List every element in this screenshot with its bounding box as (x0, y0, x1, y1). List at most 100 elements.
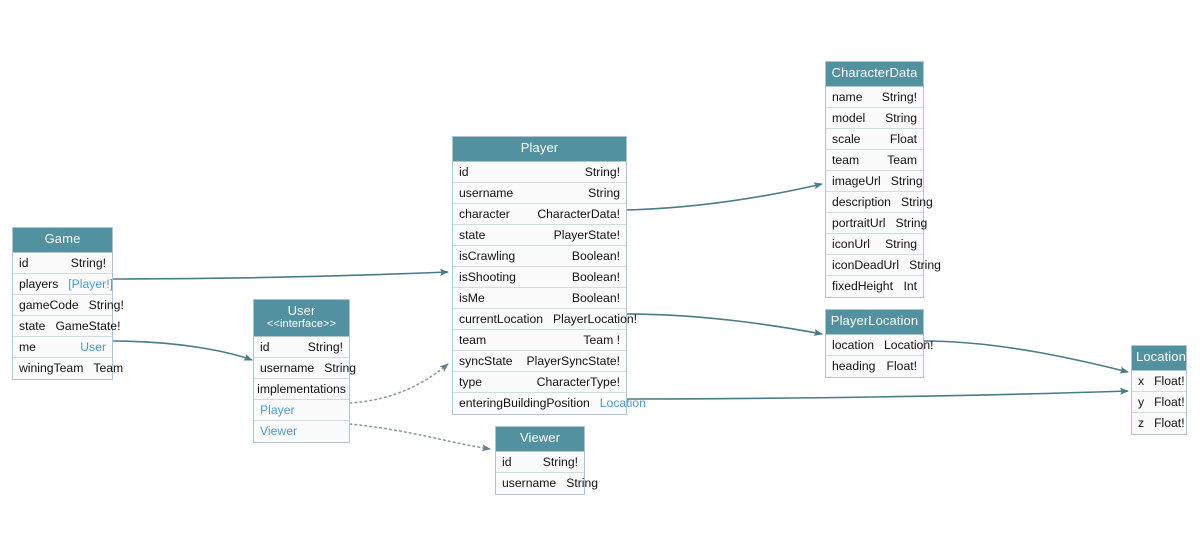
table-row: username String (453, 182, 626, 204)
entity-location-title: Location (1132, 346, 1186, 371)
table-row: state PlayerState! (453, 224, 626, 246)
field-name: me (19, 339, 36, 354)
table-row: enteringBuildingPosition Location (453, 392, 646, 414)
field-name: description (832, 194, 891, 209)
entity-viewer[interactable]: Viewer id String! username String (495, 426, 598, 495)
edge-player-character-to-characterdata (626, 182, 823, 211)
entity-location[interactable]: Location x Float! y Float! z Float! (1131, 345, 1187, 435)
table-row: z Float! (1132, 412, 1186, 434)
table-row: y Float! (1132, 391, 1186, 413)
implementation-player[interactable]: Player (254, 399, 349, 421)
field-name: isShooting (459, 269, 516, 284)
entity-player-location-title: PlayerLocation (826, 310, 923, 335)
field-name: type (459, 374, 483, 389)
implementations-header: implementations (254, 378, 349, 400)
field-name: team (832, 152, 860, 167)
field-type: String! (542, 454, 578, 469)
table-row: portraitUrl String (826, 212, 927, 234)
entity-player-title: Player (453, 137, 626, 162)
table-row: team Team ! (453, 329, 626, 351)
table-row: scale Float (826, 128, 923, 150)
field-type: PlayerState! (553, 227, 620, 242)
field-type[interactable]: Location (599, 396, 646, 411)
field-type[interactable]: PlayerLocation (553, 311, 634, 326)
field-name: fixedHeight (832, 279, 893, 294)
field-name: gameCode (19, 297, 79, 312)
field-type: Float! (886, 359, 917, 374)
field-type: GameState! (55, 318, 121, 333)
table-row: heading Float! (826, 355, 923, 377)
field-name: id (459, 164, 469, 179)
field-type: Team (93, 361, 124, 376)
table-row: id String! (254, 336, 349, 358)
field-name: id (502, 454, 512, 469)
edge-player-enteringbuildingposition-to-location (626, 387, 1129, 400)
table-row: team Team (826, 149, 923, 171)
entity-game-title: Game (13, 228, 112, 253)
field-type: String (895, 215, 928, 230)
entity-character-data[interactable]: CharacterData name String! model String … (825, 61, 941, 298)
entity-player[interactable]: Player id String! username String charac… (452, 136, 646, 415)
field-name: id (260, 339, 270, 354)
entity-game[interactable]: Game id String! players [Player!] gameCo… (12, 227, 124, 380)
field-type: CharacterType! (536, 374, 620, 389)
field-type: String (890, 173, 923, 188)
table-row: isCrawling Boolean! (453, 245, 626, 267)
table-row: location Location! (826, 334, 933, 356)
table-row: fixedHeight Int (826, 275, 923, 297)
field-type: String (909, 257, 941, 272)
field-type-group: Location! (884, 338, 933, 352)
field-type: Boolean! (571, 269, 620, 284)
field-name: isCrawling (459, 248, 516, 263)
non-null-marker: ! (930, 337, 934, 352)
table-row: id String! (13, 252, 112, 274)
table-row: isShooting Boolean! (453, 266, 626, 288)
field-name: enteringBuildingPosition (459, 396, 590, 411)
table-row: x Float! (1132, 370, 1186, 392)
non-null-marker: ! (616, 206, 620, 221)
table-row: gameCode String! (13, 294, 124, 316)
field-type[interactable]: Location (884, 337, 931, 352)
table-row: model String (826, 107, 923, 129)
field-name: x (1138, 373, 1145, 388)
field-type[interactable]: CharacterData (537, 206, 617, 221)
field-name: winingTeam (19, 361, 84, 376)
field-type: Float (889, 131, 917, 146)
table-row: name String! (826, 86, 923, 108)
table-row: players [Player!] (13, 273, 114, 295)
edge-player-currentlocation-to-playerlocation (626, 313, 823, 336)
field-name: username (260, 360, 315, 375)
edge-playerlocation-location-to-location (923, 340, 1129, 374)
field-name: iconUrl (832, 236, 870, 251)
field-type: Float! (1154, 394, 1185, 409)
field-type[interactable]: User (80, 339, 106, 354)
table-row: iconDeadUrl String (826, 254, 941, 276)
field-type: Float! (1154, 373, 1185, 388)
field-name: scale (832, 131, 861, 146)
field-type: Team (887, 152, 917, 167)
field-type: String! (88, 297, 124, 312)
entity-user[interactable]: User <<interface>> id String! username S… (253, 299, 356, 443)
field-type: String (900, 194, 933, 209)
entity-player-location[interactable]: PlayerLocation location Location! headin… (825, 309, 933, 378)
field-type: String! (881, 89, 917, 104)
field-type: PlayerSyncState! (526, 353, 620, 368)
implementation-viewer[interactable]: Viewer (254, 420, 349, 442)
field-type[interactable]: [Player!] (68, 276, 114, 291)
edge-user-impl-viewer (349, 423, 491, 452)
field-name: isMe (459, 290, 485, 305)
entity-character-data-title: CharacterData (826, 62, 923, 87)
field-type: Float! (1154, 416, 1185, 431)
implementation-name: Player (260, 402, 295, 417)
field-name: model (832, 110, 866, 125)
table-row: type CharacterType! (453, 371, 626, 393)
field-type: String (885, 236, 917, 251)
field-type: Team ! (583, 332, 620, 347)
field-type: String! (584, 164, 620, 179)
field-name: state (459, 227, 486, 242)
table-row: id String! (453, 161, 626, 183)
table-row: username String (254, 357, 356, 379)
field-type: Boolean! (571, 248, 620, 263)
field-type-group: PlayerLocation! (553, 312, 637, 326)
